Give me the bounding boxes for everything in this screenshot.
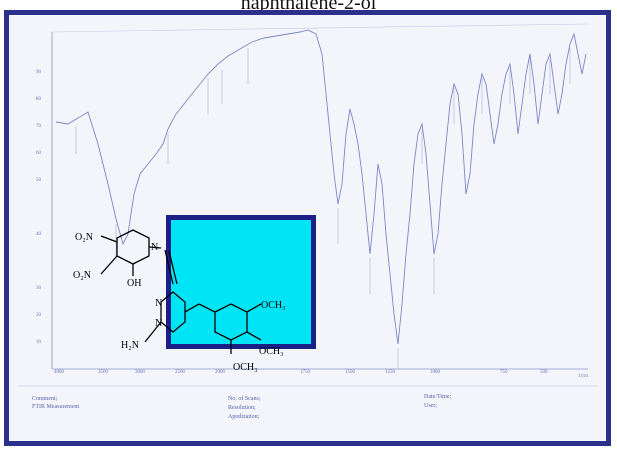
y-tick-label: 40	[36, 232, 41, 237]
footer-datetime-label: Date/Time;	[424, 394, 452, 400]
x-tick-label: 3000	[135, 370, 145, 375]
label-och3-b: OCH₃	[259, 346, 284, 357]
label-och3-c: OCH₃	[233, 362, 258, 373]
footer-comment-label: Comment;	[32, 396, 58, 402]
x-tick-label: 2500	[175, 370, 185, 375]
label-o2n-top: O₂N	[75, 232, 93, 243]
y-tick-label: 30	[36, 286, 41, 291]
x-tick-label: 1500	[345, 370, 355, 375]
y-tick-label: 70	[36, 124, 41, 129]
label-h2n: H₂N	[121, 340, 139, 351]
label-n-azo: N	[151, 242, 158, 253]
structure-bonds	[100, 229, 262, 354]
x-tick-label: 1750	[300, 370, 310, 375]
y-tick-label: 10	[36, 340, 41, 345]
y-tick-label: 90	[36, 70, 41, 75]
y-tick-label: 80	[36, 97, 41, 102]
x-tick-label: 750	[500, 370, 508, 375]
ir-spectrum-plot	[18, 23, 598, 387]
label-n-ring-2: N	[155, 298, 162, 309]
x-tick-label: 1250	[385, 370, 395, 375]
y-tick-label: 60	[36, 151, 41, 156]
footer-comment-value: FTIR Measurement	[32, 404, 80, 410]
label-o2n-mid: O₂N	[73, 270, 91, 281]
label-oh: OH	[127, 278, 141, 289]
y-tick-label: 50	[36, 178, 41, 183]
y-tick-label: 20	[36, 313, 41, 318]
chemical-structure: O₂N O₂N OH N N N H₂N OCH₃ OCH₃ OCH₃	[73, 229, 286, 373]
label-n-ring-1: N	[155, 318, 162, 329]
footer-user-label: User;	[424, 403, 437, 409]
x-tick-label: 4000	[54, 370, 64, 375]
x-tick-label: 3500	[98, 370, 108, 375]
x-tick-label: 500	[540, 370, 548, 375]
footer-scans-label: No. of Scans;	[228, 396, 261, 402]
x-tick-label: 1000	[430, 370, 440, 375]
footer-apodization-label: Apodization;	[228, 414, 260, 420]
peak-annotations	[75, 48, 571, 369]
label-och3-a: OCH₃	[261, 300, 286, 311]
spectrum-top-border	[51, 23, 589, 33]
x-tick-label: 2000	[215, 370, 225, 375]
footer-resolution-label: Resolution;	[228, 405, 256, 411]
highlight-box	[166, 215, 316, 349]
spectrum-trace	[55, 29, 587, 345]
x-axis-unit: 1/cm	[578, 374, 588, 379]
